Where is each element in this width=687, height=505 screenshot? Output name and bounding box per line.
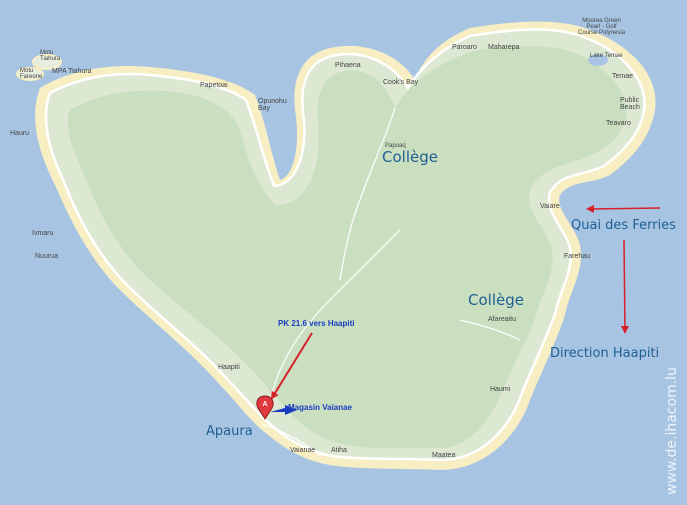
label-hauru: Hauru [10, 130, 30, 137]
magasin-arrow [270, 405, 297, 415]
annotation-magasin: Magasin Vaianae [288, 403, 353, 412]
coastal-road [44, 28, 646, 462]
label-vaiare: Vaiare [540, 203, 560, 210]
label-vaianae: Vaianae [290, 447, 316, 454]
label-teavaro: Teavaro [606, 120, 631, 127]
label-afareaitu: Afareaitu [488, 316, 517, 323]
motu-islets [16, 54, 62, 81]
ferry-arrow [586, 204, 661, 213]
island-interior [67, 46, 627, 449]
label-farehau: Farehau [564, 253, 591, 260]
label-nuurua: Nuurua [35, 253, 58, 260]
annotation-college-east: Collège [468, 291, 524, 309]
label-temae: Temae [612, 73, 634, 80]
pk-arrow [270, 332, 313, 400]
label-papetoai: Papetoai [200, 82, 228, 89]
annotation-apaura: Apaura [206, 424, 253, 439]
label-mpa-tiahura: MPA Tiahura [52, 68, 92, 75]
interior-roads [261, 107, 521, 456]
lake [588, 54, 608, 66]
label-pihaena: Pihaena [335, 62, 361, 69]
annotation-direction-haapiti: Direction Haapiti [550, 346, 660, 361]
label-paroaro: Paroaro [452, 44, 477, 51]
label-papoaq: Papoaq [385, 143, 406, 149]
label-atiha: Atiha [331, 447, 347, 454]
location-marker[interactable]: A [256, 395, 274, 420]
label-cooks-bay: Cook's Bay [383, 79, 419, 86]
marker-letter: A [262, 401, 267, 408]
watermark: www.de.ihacom.lu [664, 367, 680, 495]
label-haapiti: Haapiti [218, 364, 240, 371]
label-maatea: Maatea [432, 452, 456, 459]
label-lake-temae: Lake Temae [590, 53, 623, 59]
label-ivmaru: Ivmaru [32, 230, 54, 237]
haapiti-direction-arrow [620, 239, 629, 334]
annotation-college-north: Collège [382, 148, 438, 166]
annotation-pk-note: PK 21.6 vers Haapiti [278, 319, 355, 328]
annotation-quai-des-ferries: Quai des Ferries [571, 218, 676, 233]
label-haumi: Haumi [490, 386, 511, 393]
label-maharepa: Maharepa [488, 44, 520, 51]
